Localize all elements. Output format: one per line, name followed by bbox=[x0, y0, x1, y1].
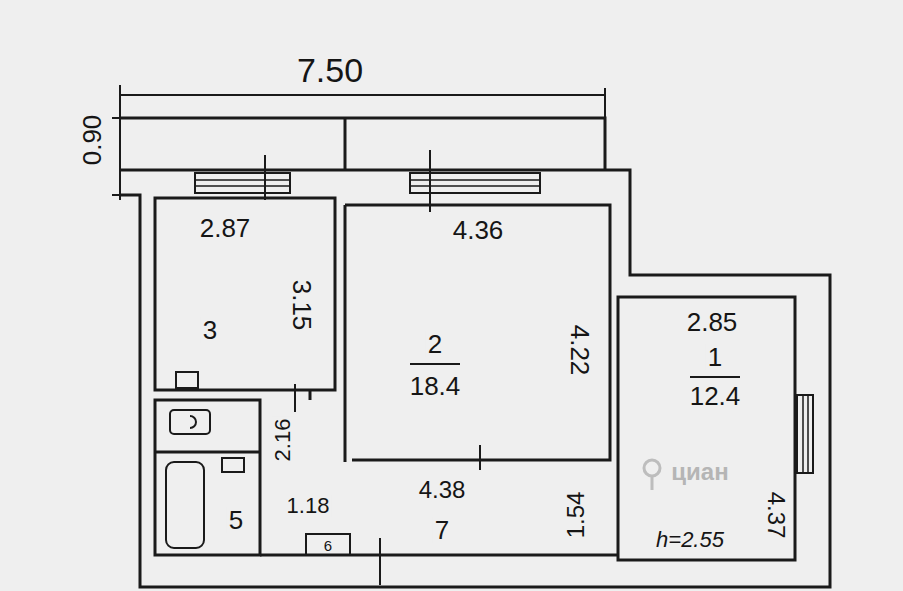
ceiling-height: h=2.55 bbox=[654, 529, 726, 551]
room-dimension: 3.15 bbox=[289, 278, 315, 333]
room-dimension: 4.37 bbox=[764, 490, 788, 541]
room-dimension: 2.16 bbox=[272, 417, 294, 464]
room-area: 12.4 bbox=[688, 383, 743, 409]
room-dimension: 4.38 bbox=[417, 478, 468, 502]
room-dimension: 4.22 bbox=[567, 323, 593, 378]
room-number: 7 bbox=[433, 517, 451, 543]
overall-dimension: 7.50 bbox=[295, 53, 365, 87]
room-dimension: 2.87 bbox=[198, 215, 253, 241]
room-dimension: 4.36 bbox=[451, 217, 506, 243]
room-dimension: 1.54 bbox=[564, 490, 588, 541]
room-number: 3 bbox=[201, 317, 219, 343]
room-number: 2 bbox=[426, 331, 444, 357]
room-area: 18.4 bbox=[408, 373, 463, 399]
room-dimension: 2.85 bbox=[685, 309, 740, 335]
balcony-depth: 0.90 bbox=[79, 113, 105, 168]
room-number: 1 bbox=[706, 344, 724, 370]
room-number: 6 bbox=[322, 538, 334, 553]
room-number: 5 bbox=[227, 507, 245, 533]
watermark: циан bbox=[669, 460, 730, 484]
room-dimension: 1.18 bbox=[285, 495, 332, 517]
